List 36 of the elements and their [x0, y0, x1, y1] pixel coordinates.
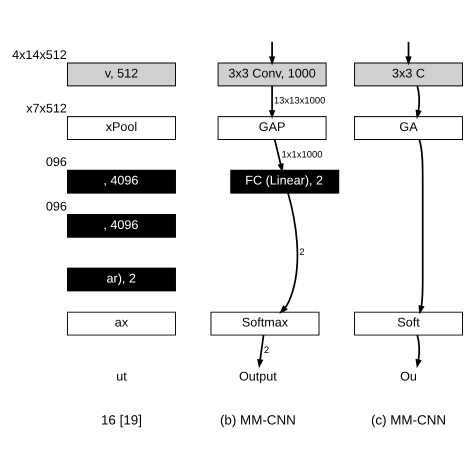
node-label: x7x512 [26, 102, 67, 116]
label: (c) MM-CNN [370, 412, 446, 428]
node-label: 4x14x512 [12, 48, 67, 62]
node-box: Soft [354, 312, 463, 336]
arrow [405, 42, 412, 66]
arrow [268, 86, 276, 120]
node-box: ar), 2 [66, 268, 176, 292]
arrow [416, 86, 422, 120]
node-text: ut [116, 369, 127, 384]
edge-label: 13x13x1000 [274, 96, 326, 107]
node-label: 096 [46, 155, 67, 170]
node-box: 3x3 Conv, 1000 [218, 62, 327, 86]
arrow [279, 193, 298, 314]
edge-label: 2 [299, 247, 305, 258]
edge-label: 2 [264, 344, 270, 356]
node-box: 3x3 C [354, 62, 463, 86]
node-box: FC (Linear), 2 [230, 170, 340, 194]
label: (b) MM-CNN [220, 412, 296, 428]
node-box: Softmax [210, 312, 320, 336]
node-box: xPool [66, 116, 176, 140]
arrow [257, 335, 264, 368]
arrow [274, 139, 284, 173]
node-box: v, 512 [66, 62, 176, 86]
node-label: 096 [46, 199, 67, 214]
node-text: Output [238, 369, 277, 384]
node-box: GAP [218, 116, 327, 140]
node-box: , 4096 [66, 214, 176, 238]
arrow [418, 139, 425, 315]
arrow [268, 42, 276, 66]
arrow [416, 335, 422, 368]
node-box: , 4096 [66, 170, 176, 194]
node-box: ax [66, 312, 176, 336]
node-box: GA [354, 116, 463, 140]
edge-label: 1x1x1000 [282, 149, 323, 160]
node-text: Ou [400, 369, 417, 384]
label: 16 [19] [101, 412, 142, 428]
